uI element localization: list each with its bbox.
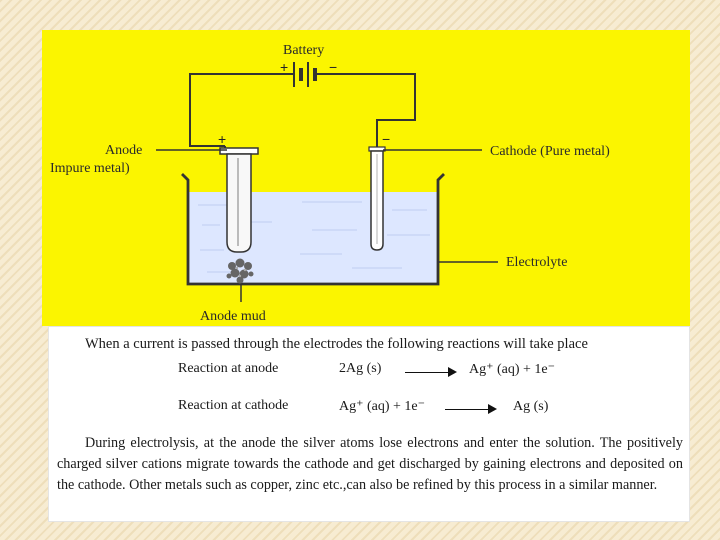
- explanation-panel: When a current is passed through the ele…: [48, 326, 690, 522]
- cathode-reaction-arrow: [445, 404, 497, 415]
- cathode-minus-sign: −: [382, 131, 390, 147]
- anode-sublabel: Impure metal): [50, 161, 130, 176]
- intro-text: When a current is passed through the ele…: [85, 336, 588, 352]
- electrolysis-diagram-panel: + − Battery + −: [42, 30, 690, 326]
- anode-reaction-label: Reaction at anode: [178, 361, 279, 376]
- battery-minus-sign: −: [329, 59, 337, 75]
- anode-plus-sign: +: [218, 131, 226, 147]
- cathode-label: Cathode (Pure metal): [490, 144, 610, 159]
- anode-reaction-reactant: 2Ag (s): [339, 361, 382, 376]
- battery-plus-sign: +: [280, 59, 288, 75]
- electrolyte-solution: [189, 192, 437, 284]
- anode-cap: [219, 147, 259, 155]
- explanation-paragraph: During electrolysis, at the anode the si…: [57, 435, 683, 493]
- cathode-reaction-reactant: Ag⁺ (aq) + 1e⁻: [339, 399, 426, 414]
- electrolyte-label: Electrolyte: [506, 255, 567, 270]
- battery-label: Battery: [283, 43, 324, 58]
- electrolysis-diagram: + − Battery + −: [50, 43, 610, 324]
- anode-mud: [226, 258, 254, 284]
- electrolyte-ripples: [198, 201, 430, 273]
- beaker: [181, 173, 445, 286]
- anode-label: Anode: [105, 143, 142, 158]
- cathode-reaction-product: Ag (s): [513, 399, 549, 414]
- anode-reaction-arrow: [405, 367, 457, 378]
- battery-symbol: [288, 62, 328, 87]
- anode-mud-label: Anode mud: [200, 309, 266, 324]
- cathode-reaction-label: Reaction at cathode: [178, 398, 289, 413]
- anode-reaction-product: Ag⁺ (aq) + 1e⁻: [469, 362, 556, 377]
